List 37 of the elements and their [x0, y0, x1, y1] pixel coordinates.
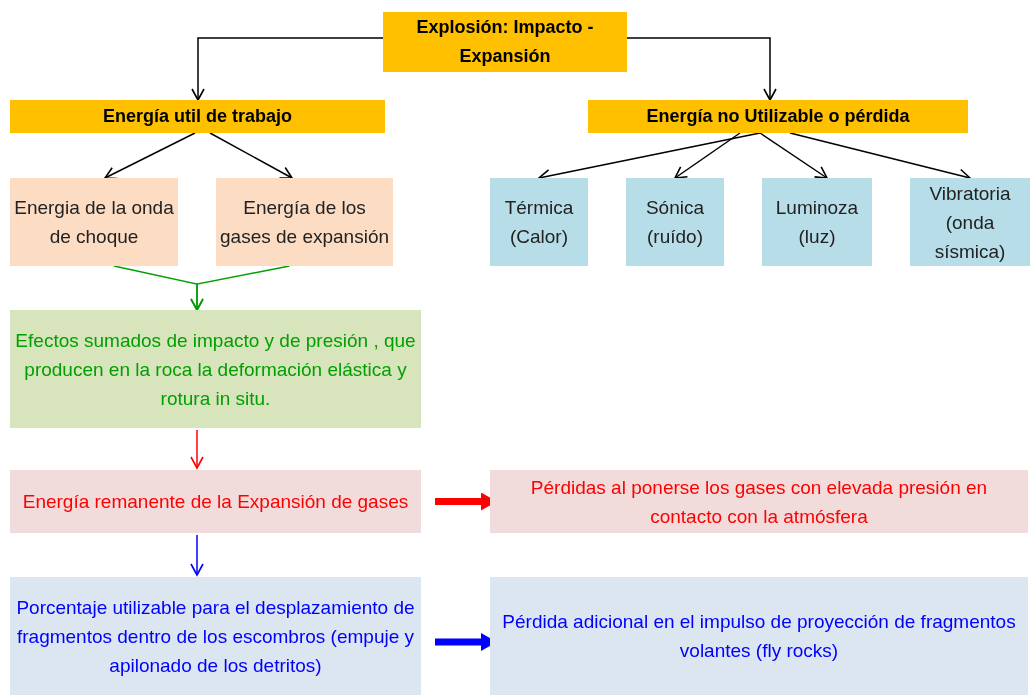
node-text: Vibratoria (onda sísmica)	[928, 181, 1012, 264]
arrow	[626, 37, 777, 101]
loss-box	[490, 577, 1028, 695]
process-box	[10, 310, 421, 428]
arrow	[104, 132, 196, 180]
arrow	[674, 132, 741, 179]
node-text: Energía remanente de la Expansión de gases	[22, 490, 409, 514]
category-box	[10, 100, 385, 133]
arrow	[759, 132, 828, 179]
heading-box	[383, 12, 627, 72]
node-text: Porcentaje utilizable para el desplazamiento de fragmentos dentro de los escombros (empuje y apilonado de los detritos)	[15, 595, 416, 678]
node-text: Térmica (Calor)	[503, 196, 575, 249]
node-text: Explosión: Impacto - Expansión	[415, 16, 595, 68]
node-text: Sónica (ruído)	[644, 196, 706, 249]
arrow	[190, 265, 291, 311]
arrow	[190, 429, 204, 469]
arrow	[191, 37, 384, 101]
loss-box	[762, 178, 872, 266]
node-text: Luminoza (luz)	[774, 196, 860, 249]
category-box	[588, 100, 968, 133]
node-text: Energía util de trabajo	[102, 105, 292, 128]
loss-box	[910, 178, 1030, 266]
node-text: Energía no Utilizable o pérdida	[646, 105, 910, 128]
node-text: Pérdidas al ponerse los gases con elevada presión en contacto con la atmósfera	[529, 475, 989, 529]
loss-box	[490, 470, 1028, 533]
node-text: Pérdida adicional en el impulso de proyección de fragmentos volantes (fly rocks)	[501, 610, 1017, 663]
arrow	[209, 132, 293, 179]
process-box	[10, 470, 421, 533]
node-text: Energía de los gases de expansión	[220, 196, 389, 249]
loss-box	[626, 178, 724, 266]
node-text: Efectos sumados de impacto y de presión , que producen en la roca la deformación elástica y rotura in situ.	[14, 328, 417, 411]
process-box	[10, 577, 421, 695]
energy-box	[216, 178, 393, 266]
node-text: Energia de la onda de choque	[14, 196, 174, 249]
arrow	[190, 534, 204, 576]
energy-box	[10, 178, 178, 266]
loss-box	[490, 178, 588, 266]
